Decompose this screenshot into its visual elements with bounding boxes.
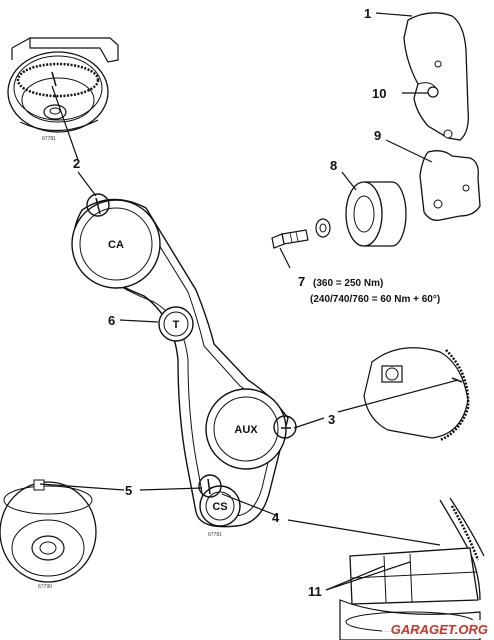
callout-10: 10	[372, 86, 386, 101]
camshaft-pulley-label: CA	[108, 239, 124, 251]
art-number-2: 67781	[208, 532, 222, 538]
crank-marker-circle	[198, 474, 222, 498]
upper-timing-cover	[403, 12, 469, 141]
callout-11: 11	[308, 584, 322, 599]
watermark: GARAGET.ORG	[382, 620, 492, 638]
crankshaft-pulley: CS 67781	[199, 485, 241, 538]
camshaft-pulley-detail: 67781	[7, 37, 119, 142]
leader-lines	[39, 12, 459, 591]
tensioner-pulley: T	[158, 306, 194, 342]
auxiliary-pulley: AUX	[205, 388, 287, 470]
torque-spec-240: (240/740/760 = 60 Nm + 60°)	[310, 294, 440, 305]
callout-4: 4	[272, 510, 280, 525]
callout-5: 5	[125, 483, 132, 498]
crank-pulley-detail: 67790	[0, 479, 97, 590]
art-number-3: 67790	[38, 584, 52, 590]
lower-timing-cover	[419, 150, 481, 221]
callout-8: 8	[330, 158, 337, 173]
aux-gear-detail	[363, 347, 470, 442]
belt-cover-detail	[339, 497, 485, 640]
washer	[315, 218, 331, 238]
callout-6: 6	[108, 313, 115, 328]
pulley-bolt	[271, 229, 309, 249]
callout-2: 2	[73, 156, 80, 171]
callout-9: 9	[374, 128, 381, 143]
crankshaft-pulley-label: CS	[212, 501, 227, 513]
callout-3: 3	[328, 412, 335, 427]
callout-7: 7	[298, 274, 305, 289]
callout-1: 1	[364, 6, 371, 21]
torque-spec-360: (360 = 250 Nm)	[313, 278, 383, 289]
camshaft-marker-circle	[86, 193, 110, 217]
camshaft-pulley: CA	[71, 199, 161, 289]
tensioner-pulley-label: T	[173, 319, 180, 331]
watermark-text: GARAGET.ORG	[391, 622, 488, 637]
crank-pulley-hub	[345, 181, 407, 247]
art-number-1: 67781	[42, 136, 56, 142]
auxiliary-pulley-label: AUX	[234, 424, 258, 436]
